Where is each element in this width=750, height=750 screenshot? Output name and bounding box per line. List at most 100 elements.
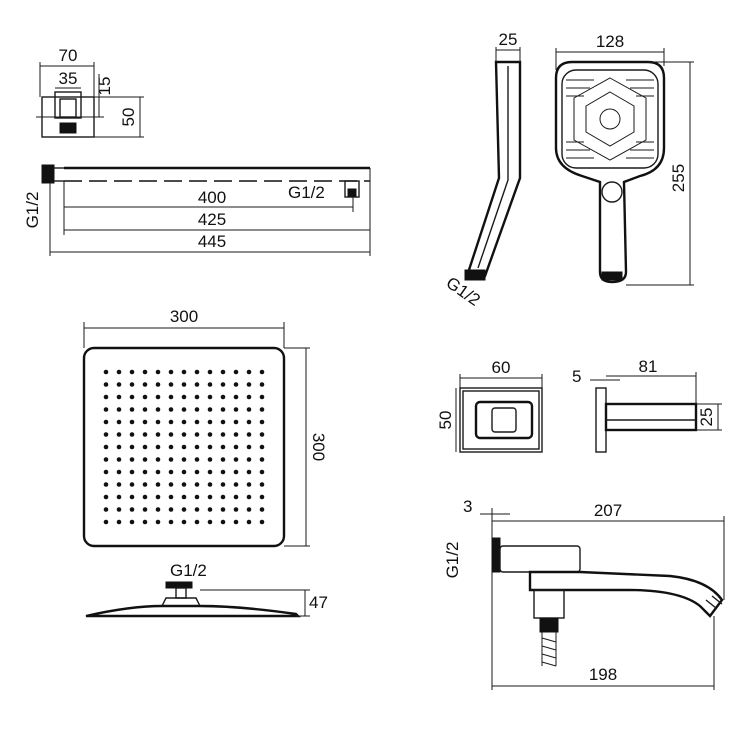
- nozzle-dot: [116, 432, 122, 437]
- nozzle-dot: [155, 519, 161, 525]
- nozzle-dot: [116, 369, 122, 375]
- nozzle-dot: [168, 382, 174, 387]
- nozzle-dot: [194, 507, 200, 512]
- dim-label-35: 35: [59, 69, 78, 88]
- nozzle-dot: [207, 482, 213, 487]
- nozzle-dot: [194, 482, 200, 487]
- nozzle-dot: [207, 469, 213, 475]
- nozzle-dot: [220, 469, 226, 475]
- arm-outlet: [59, 122, 77, 134]
- diverter-body: [533, 589, 565, 619]
- hand-shower-thread: [464, 269, 486, 281]
- nozzle-dot: [233, 382, 239, 387]
- nozzle-dot: [233, 469, 239, 475]
- dim-label-445: 445: [198, 232, 226, 251]
- nozzle-dot: [155, 444, 161, 450]
- nozzle-dot: [155, 382, 161, 387]
- nozzle-dot: [207, 444, 213, 450]
- holder-side-view: 5 81 25: [572, 357, 722, 453]
- nozzle-dot: [233, 407, 239, 412]
- spout-thread-label: G1/2: [443, 542, 462, 579]
- nozzle-dot: [103, 369, 109, 375]
- nozzle-dot: [246, 394, 252, 400]
- diverter-nut: [539, 617, 559, 633]
- arm-inner-detail: [59, 98, 77, 118]
- nozzle-dot: [129, 519, 135, 525]
- nozzle-dot: [142, 507, 148, 512]
- nozzle-dot: [168, 494, 174, 500]
- arm-top-view: 70 35 15 50: [36, 46, 144, 138]
- nozzle-dot: [103, 419, 109, 425]
- arm-outlet-fitting: [344, 180, 360, 198]
- nozzle-dot: [142, 394, 148, 400]
- nozzle-dot: [246, 494, 252, 500]
- nozzle-dot: [103, 507, 109, 512]
- spout-body: [499, 545, 581, 573]
- holder-plate-outline: [459, 387, 543, 453]
- nozzle-dot: [181, 382, 187, 387]
- nozzle-dot: [233, 457, 239, 462]
- dim-label-300-width: 300: [170, 307, 198, 326]
- spout-outlet: [528, 570, 724, 618]
- nozzle-dot: [129, 507, 135, 512]
- nozzle-dot: [129, 432, 135, 437]
- nozzle-dot: [168, 394, 174, 400]
- spray-nozzle-pattern: [566, 77, 654, 161]
- nozzle-dot: [207, 494, 213, 500]
- nozzle-dot: [129, 369, 135, 375]
- nozzle-dot: [168, 407, 174, 412]
- dim-label-198: 198: [589, 665, 617, 684]
- nozzle-dot: [116, 394, 122, 400]
- hand-shower-side-view: 25 G1/2: [443, 30, 522, 310]
- nozzle-dot: [246, 482, 252, 487]
- nozzle-dot: [142, 469, 148, 475]
- rain-head-profile: [85, 604, 301, 618]
- dim-label-400: 400: [198, 188, 226, 207]
- nozzle-dot: [116, 444, 122, 450]
- holder-arm: [604, 402, 698, 432]
- nozzle-dot: [220, 482, 226, 487]
- nozzle-dot: [181, 494, 187, 500]
- hand-shower-front-thread: [601, 271, 623, 281]
- nozzle-dot: [220, 394, 226, 400]
- nozzle-dot: [168, 469, 174, 475]
- nozzle-dot: [181, 432, 187, 437]
- nozzle-dot: [194, 369, 200, 375]
- nozzle-dot: [181, 519, 187, 525]
- nozzle-dot: [103, 444, 109, 450]
- nozzle-dot: [220, 407, 226, 412]
- nozzle-dot: [129, 482, 135, 487]
- nozzle-dot: [220, 369, 226, 375]
- nozzle-dot: [246, 382, 252, 387]
- nozzle-dot: [220, 457, 226, 462]
- nozzle-dot: [181, 507, 187, 512]
- nozzle-dot: [233, 444, 239, 450]
- nozzle-dot: [246, 407, 252, 412]
- dim-label-207: 207: [594, 501, 622, 520]
- holder-front-view: 60 50: [436, 358, 543, 453]
- nozzle-dot: [181, 407, 187, 412]
- nozzle-dot: [233, 419, 239, 425]
- nozzle-dot: [142, 482, 148, 487]
- nozzle-dot: [259, 469, 265, 475]
- nozzle-dot: [181, 369, 187, 375]
- rain-head-top-nut: [165, 581, 193, 589]
- nozzle-dot: [259, 482, 265, 487]
- arm-thread-right-label: G1/2: [288, 183, 325, 202]
- nozzle-dot: [220, 444, 226, 450]
- nozzle-dot: [259, 394, 265, 400]
- nozzle-dot: [194, 432, 200, 437]
- nozzle-dot: [207, 432, 213, 437]
- nozzle-dot: [155, 457, 161, 462]
- rain-head-nozzles: [103, 369, 265, 525]
- nozzle-dot: [194, 494, 200, 500]
- nozzle-dot: [181, 457, 187, 462]
- nozzle-dot: [129, 469, 135, 475]
- nozzle-dot: [233, 394, 239, 400]
- nozzle-dot: [181, 394, 187, 400]
- nozzle-dot: [207, 519, 213, 525]
- nozzle-dot: [220, 382, 226, 387]
- arm-inner-square: [54, 91, 82, 119]
- dim-label-300-depth: 300: [309, 433, 328, 461]
- nozzle-dot: [103, 494, 109, 500]
